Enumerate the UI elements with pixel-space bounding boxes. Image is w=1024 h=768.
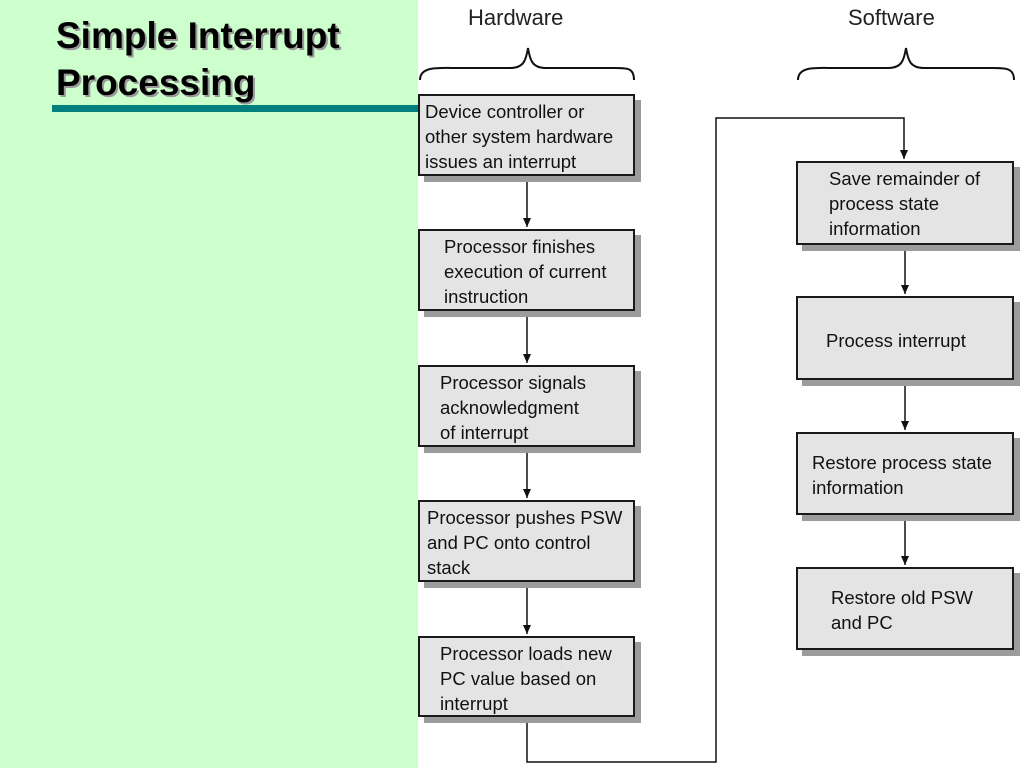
hardware-step-load-new-pc: Processor loads new PC value based on in…	[418, 636, 635, 717]
hardware-step-finish-instruction: Processor finishes execution of current …	[418, 229, 635, 311]
software-step-save-process-state: Save remainder of process state informat…	[796, 161, 1014, 245]
software-step-restore-psw-pc: Restore old PSW and PC	[796, 567, 1014, 650]
interrupt-flowchart: Hardware Software Device controller or o…	[418, 0, 1024, 768]
software-step-process-interrupt: Process interrupt	[796, 296, 1014, 380]
hardware-column-label: Hardware	[468, 5, 564, 30]
hardware-step-push-psw-pc: Processor pushes PSW and PC onto control…	[418, 500, 635, 582]
arrow-hardware-to-software	[526, 117, 908, 763]
title-underline	[52, 105, 420, 112]
flowchart-connectors	[419, 47, 1015, 763]
hardware-brace	[419, 47, 635, 81]
software-column-label: Software	[848, 5, 935, 30]
slide-title: Simple Interrupt Processing	[56, 15, 340, 103]
software-brace	[797, 47, 1015, 81]
software-step-restore-process-state: Restore process state information	[796, 432, 1014, 515]
hardware-step-device-interrupt: Device controller or other system hardwa…	[418, 94, 635, 176]
hardware-step-signal-acknowledgment: Processor signals acknowledgment of inte…	[418, 365, 635, 447]
